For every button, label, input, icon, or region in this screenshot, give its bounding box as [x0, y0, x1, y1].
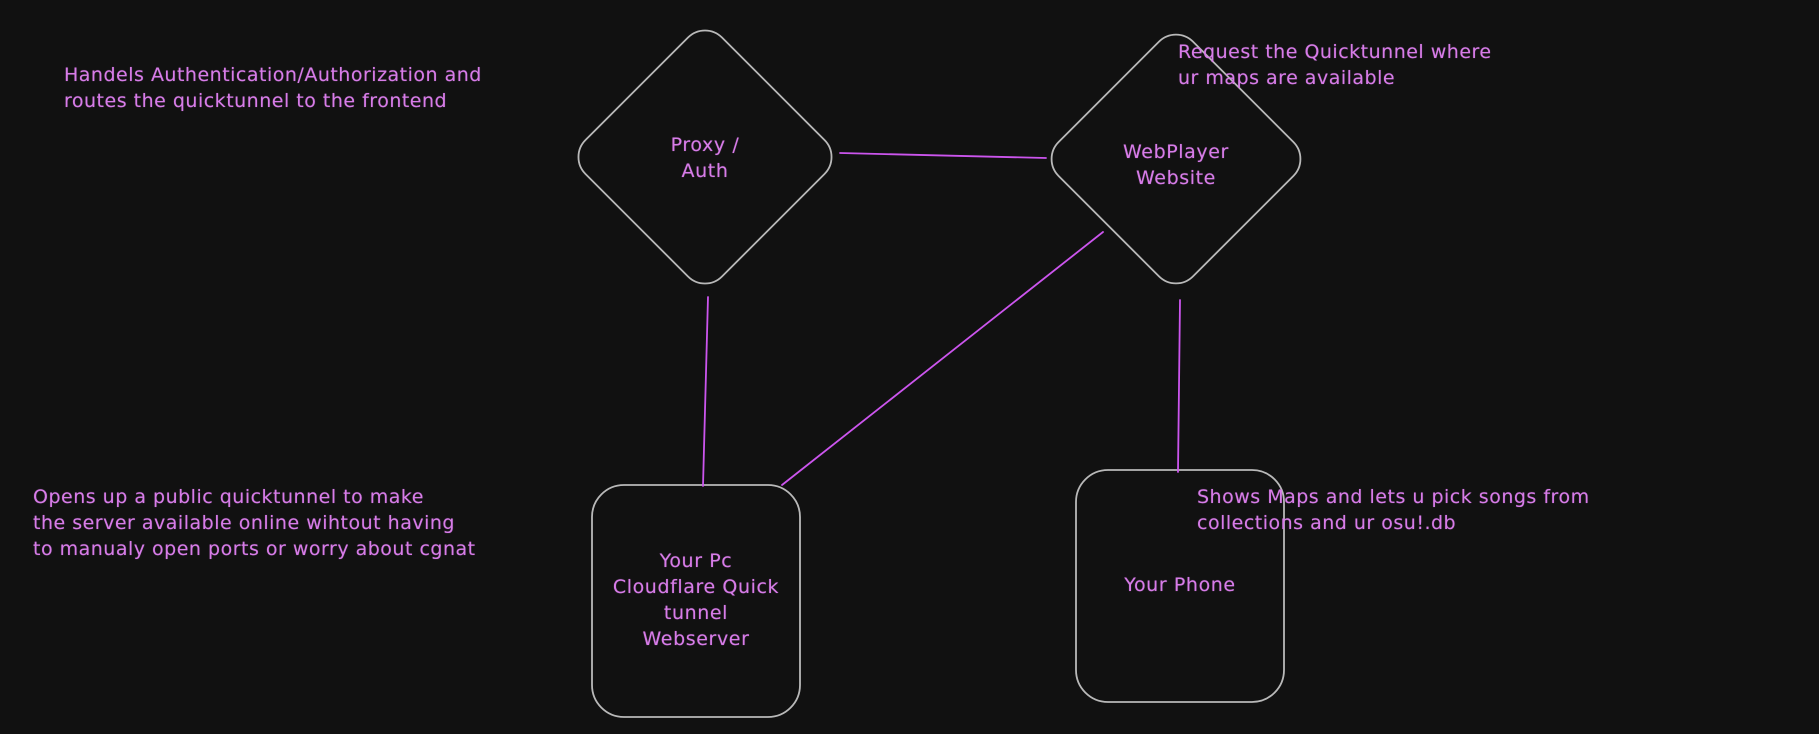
- annotation-proxy-auth: Handels Authentication/Authorization and…: [64, 64, 482, 112]
- annotation-webplayer-website: Request the Quicktunnel where ur maps ar…: [1178, 41, 1492, 89]
- annotation-your-pc: Opens up a public quicktunnel to make th…: [33, 486, 476, 560]
- node-label-proxy-auth: Proxy / Auth: [670, 134, 740, 182]
- node-webplayer-website[interactable]: [1042, 25, 1311, 294]
- annotation-your-phone: Shows Maps and lets u pick songs from co…: [1197, 486, 1590, 534]
- node-proxy-auth[interactable]: [569, 21, 842, 294]
- node-label-your-phone: Your Phone: [1124, 574, 1236, 596]
- node-your-pc[interactable]: [591, 484, 801, 718]
- node-label-your-pc: Your Pc Cloudflare Quick tunnel Webserve…: [612, 550, 780, 650]
- node-label-webplayer-website: WebPlayer Website: [1123, 141, 1229, 189]
